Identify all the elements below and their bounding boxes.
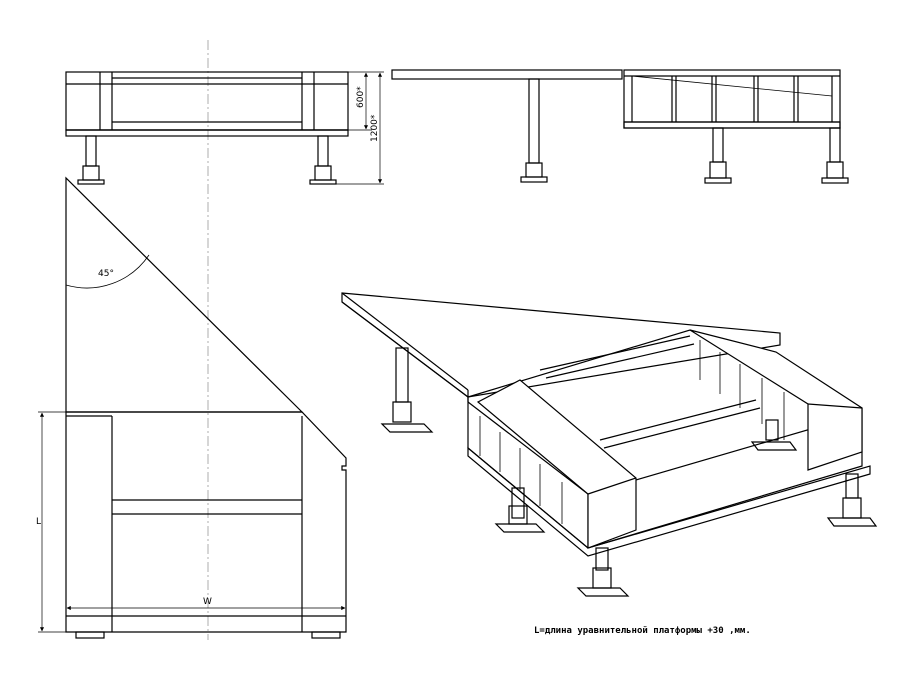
front-elevation-view: 600* 1200* <box>65 71 384 185</box>
plan-view: 45° L W <box>36 176 347 639</box>
dimension-w-label: W <box>203 597 212 607</box>
footnote-text: L=длина уравнительной платформы +30 ,мм. <box>534 626 751 636</box>
dimension-l-label: L <box>36 517 41 527</box>
dimension-600-label: 600* <box>356 86 366 108</box>
side-elevation-view <box>391 69 849 184</box>
isometric-view <box>341 292 878 597</box>
angle-label: 45° <box>98 269 114 279</box>
dimension-1200-label: 1200* <box>370 114 380 142</box>
